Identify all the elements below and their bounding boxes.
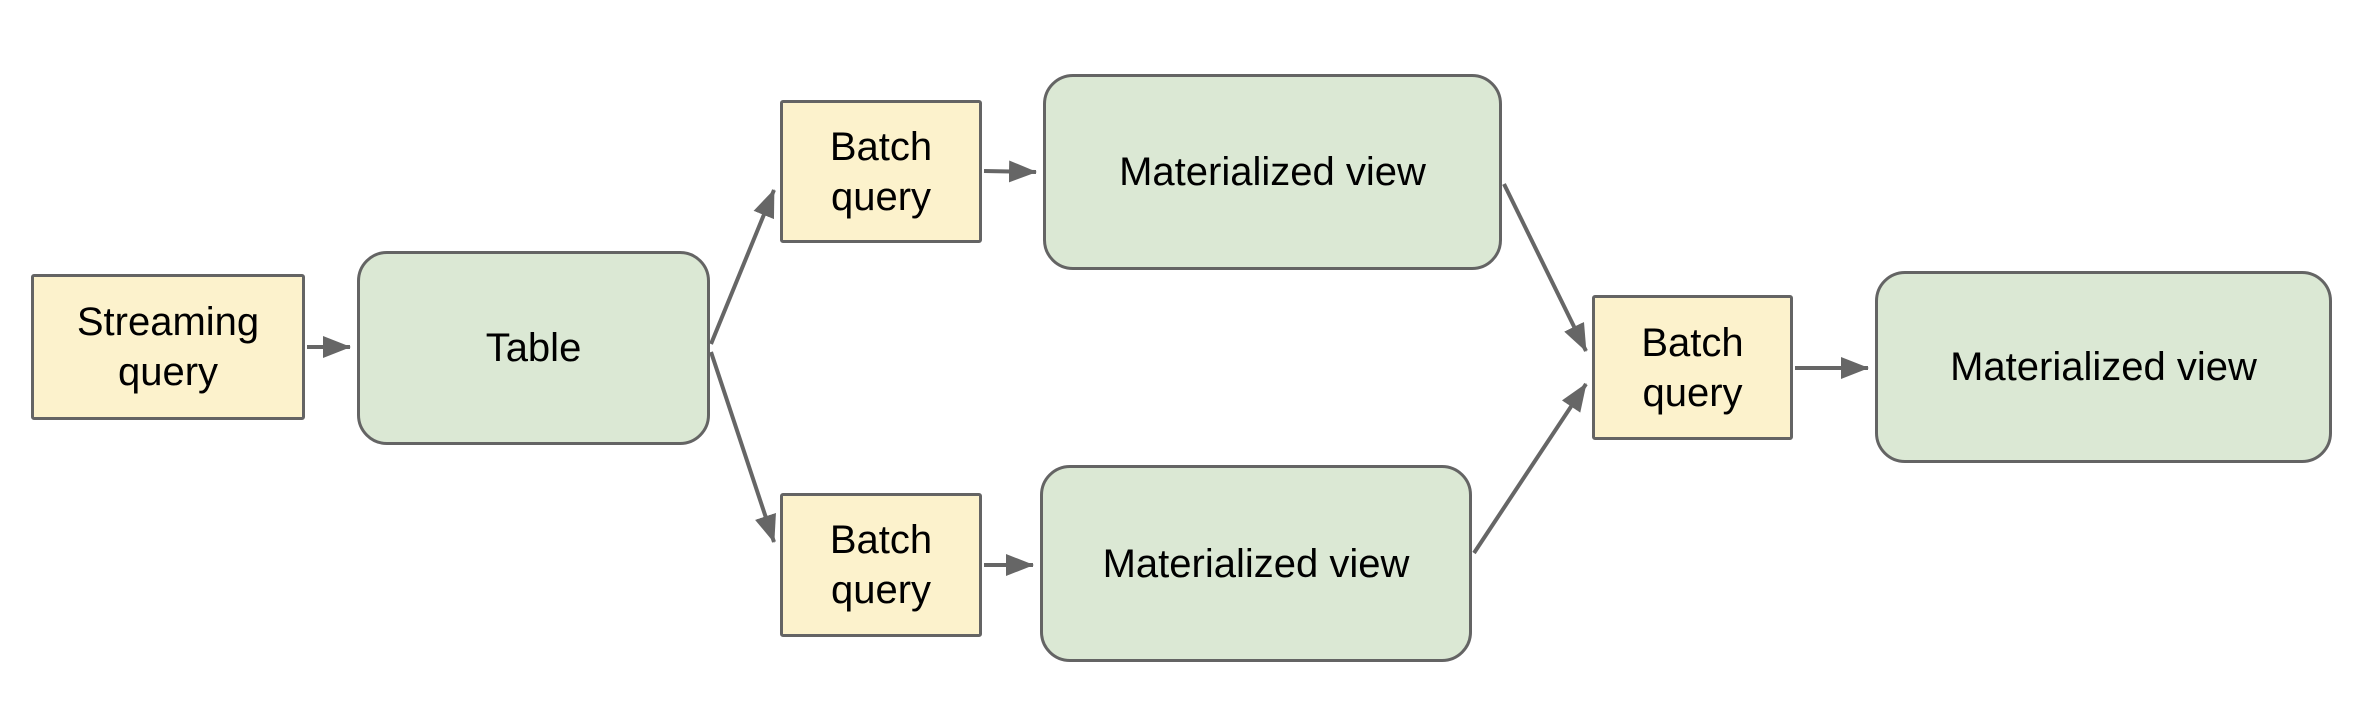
- node-materialized-view-top: Materialized view: [1043, 74, 1502, 270]
- edge-table-to-batch-query-bottom: [709, 351, 776, 543]
- node-table: Table: [357, 251, 710, 445]
- edge-mv-top-to-batch-query-center: [1502, 183, 1588, 352]
- edge-mv-bottom-to-batch-query-center: [1472, 382, 1588, 555]
- node-batch-query-center: Batch query: [1592, 295, 1793, 440]
- node-label: Materialized view: [1119, 150, 1426, 194]
- node-streaming-query: Streaming query: [31, 274, 305, 420]
- node-batch-query-top: Batch query: [780, 100, 982, 243]
- node-label: Streaming query: [76, 300, 260, 394]
- edge-table-to-batch-query-top: [709, 189, 776, 345]
- node-materialized-view-bottom: Materialized view: [1040, 465, 1472, 662]
- edge-batch-query-top-to-mv-top: [983, 160, 1037, 183]
- node-materialized-view-right: Materialized view: [1875, 271, 2332, 463]
- node-label: Materialized view: [1102, 541, 1410, 586]
- node-label: Batch query: [1641, 320, 1744, 415]
- node-label: Table: [485, 326, 582, 370]
- node-label: Materialized view: [1950, 345, 2257, 389]
- node-label: Batch query: [829, 518, 933, 612]
- node-label: Batch query: [829, 124, 933, 219]
- node-batch-query-bottom: Batch query: [780, 493, 982, 637]
